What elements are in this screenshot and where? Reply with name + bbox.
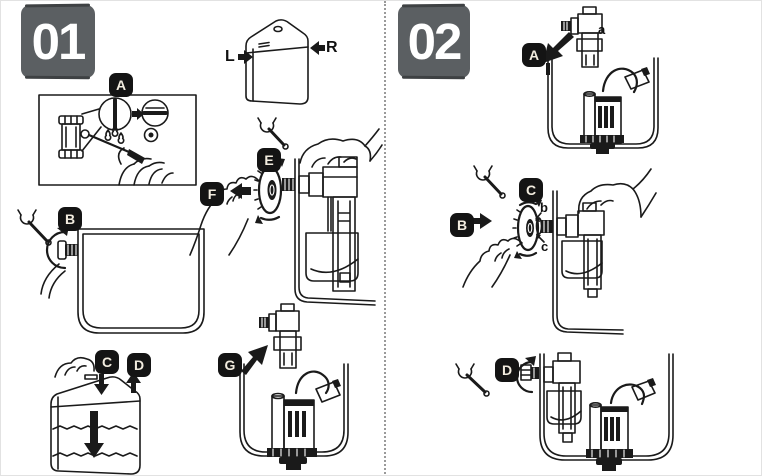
panel-01-number: 01 xyxy=(21,5,95,78)
cistern-left-label: L xyxy=(225,48,235,65)
step-ef-illustration xyxy=(189,117,383,306)
wrench-icon xyxy=(257,117,289,150)
water-drops-icon xyxy=(104,125,125,144)
arrow-right-icon xyxy=(132,108,144,120)
step-b-illustration xyxy=(17,209,205,334)
step-badge-e: E xyxy=(257,148,281,172)
part-label-c: c xyxy=(541,239,549,254)
arrow-up-icon xyxy=(126,372,141,393)
step-badge-b: B xyxy=(58,207,82,231)
step-badge-a: A xyxy=(109,73,133,97)
arrow-left-icon xyxy=(310,41,325,55)
p02-step-bc-illustration xyxy=(462,165,657,335)
cistern-right-label: R xyxy=(326,39,338,56)
part-label-a: a xyxy=(598,22,606,37)
panel-separator xyxy=(384,1,386,475)
step-cd-illustration xyxy=(50,356,141,475)
step-badge-d: D xyxy=(127,353,151,377)
step-badge-f: F xyxy=(200,182,224,206)
arrow-left-icon xyxy=(230,183,251,199)
wrench-icon xyxy=(473,165,506,199)
step-a-illustration xyxy=(38,94,197,186)
arrow-right-icon xyxy=(471,213,492,229)
cistern-overview-illustration xyxy=(238,19,325,105)
arrow-down-icon xyxy=(94,374,109,395)
step-badge-c: C xyxy=(95,350,119,374)
step-badge-b2: B xyxy=(450,213,474,237)
arrow-down-left-icon xyxy=(543,32,574,63)
part-label-b: b xyxy=(540,200,548,215)
step-badge-d2: D xyxy=(495,358,519,382)
wrench-icon xyxy=(455,363,490,397)
p02-step-d-illustration xyxy=(455,352,674,471)
step-badge-a2: A xyxy=(522,43,546,67)
panel-02-number: 02 xyxy=(398,5,470,78)
rotate-arrow-icon xyxy=(514,199,542,259)
p02-step-a-illustration xyxy=(543,6,659,154)
wrench-icon xyxy=(17,209,52,246)
step-g-illustration xyxy=(239,303,349,470)
step-badge-c2: C xyxy=(519,178,543,202)
arrow-down-icon xyxy=(84,411,104,458)
step-badge-g: G xyxy=(218,353,242,377)
arrow-right-icon xyxy=(238,50,253,64)
arrow-up-right-icon xyxy=(241,345,268,375)
